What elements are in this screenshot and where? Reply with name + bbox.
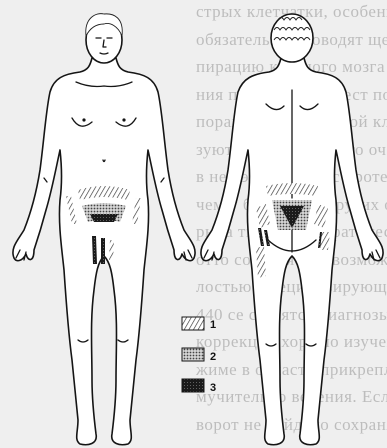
back-figure: [201, 14, 383, 445]
front-zone-dark-pubic: [90, 214, 118, 222]
legend-swatch-2: [182, 348, 204, 361]
legend-label-3: 3: [210, 382, 216, 394]
front-nipple-right: [122, 118, 125, 121]
front-nipple-left: [82, 118, 85, 121]
legend-swatch-3: [182, 379, 204, 392]
front-figure: [13, 14, 195, 445]
legend-swatch-1: [182, 317, 204, 330]
legend-label-2: 2: [210, 351, 216, 363]
back-head: [271, 14, 313, 62]
legend: 1 2 3: [182, 317, 216, 394]
front-zone-dark-thigh-2: [101, 238, 105, 264]
legend-label-1: 1: [210, 319, 216, 331]
